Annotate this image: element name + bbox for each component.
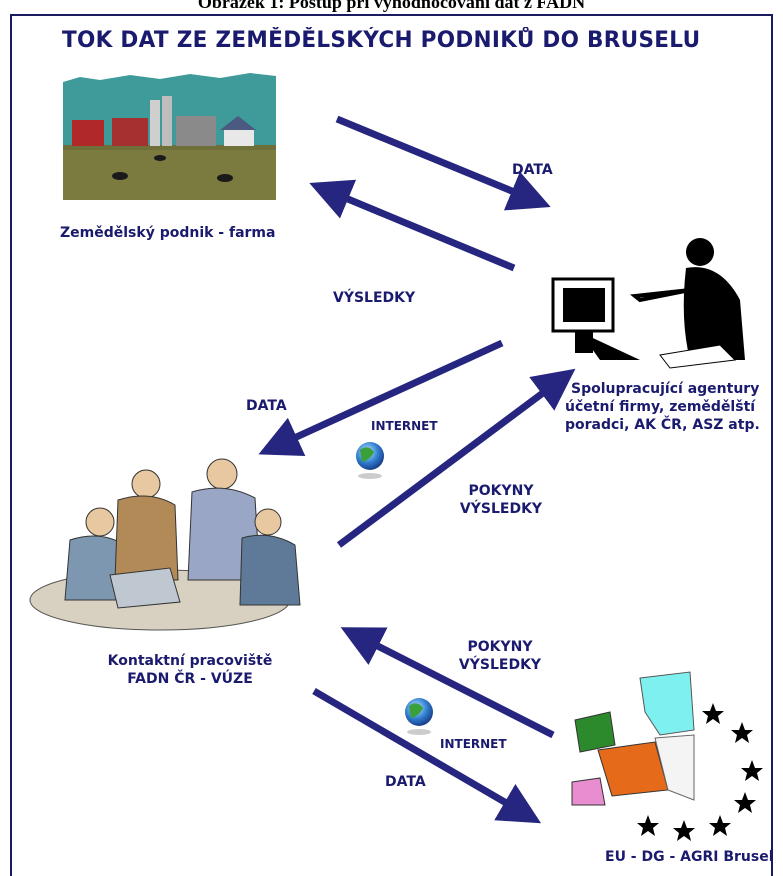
- arrow-agency-to-contact: [258, 339, 504, 456]
- edge-label-line: VÝSLEDKY: [458, 657, 542, 673]
- diagram-title: TOK DAT ZE ZEMĚDĚLSKÝCH PODNIKŮ DO BRUSE…: [62, 28, 701, 53]
- contact-label-line: FADN ČR - VÚZE: [127, 671, 253, 687]
- arrow-contact-to-eu: [312, 687, 542, 824]
- contact-label: Kontaktní pracoviště FADN ČR - VÚZE: [95, 652, 285, 688]
- farm-illustration: [63, 73, 276, 200]
- edge-label-data: DATA: [512, 162, 553, 178]
- agency-label: Spolupracující agentury účetní firmy, ze…: [565, 380, 760, 434]
- edge-label-line: VÝSLEDKY: [459, 501, 543, 517]
- edge-label-vysledky: VÝSLEDKY: [333, 290, 416, 306]
- edge-label-data: DATA: [385, 774, 426, 790]
- europe-map: [571, 671, 695, 806]
- diagram-frame: [10, 14, 773, 876]
- edge-label-data: DATA: [246, 398, 287, 414]
- edge-label-pokyny-vysledky: POKYNY VÝSLEDKY: [446, 482, 556, 518]
- arrow-farm-to-agency: [335, 115, 551, 211]
- globe-icon: [356, 442, 384, 479]
- edge-label-internet: INTERNET: [371, 419, 438, 433]
- team-illustration: [29, 458, 301, 631]
- edge-label-line: POKYNY: [468, 483, 534, 499]
- operator-illustration: [551, 238, 745, 369]
- farm-label: Zemědělský podnik - farma: [60, 225, 276, 241]
- edge-label-pokyny-vysledky: POKYNY VÝSLEDKY: [445, 638, 555, 674]
- agency-label-line: účetní firmy, zemědělští: [565, 399, 756, 415]
- figure-caption: Obrázek 1: Postup při vyhodnocování dat …: [197, 0, 586, 12]
- edge-label-line: POKYNY: [467, 639, 533, 655]
- eu-label: EU - DG - AGRI Brusel: [605, 849, 774, 865]
- arrow-eu-to-contact: [340, 627, 555, 739]
- globe-icon: [405, 698, 433, 735]
- agency-label-line: poradci, AK ČR, ASZ atp.: [565, 417, 760, 433]
- contact-label-line: Kontaktní pracoviště: [107, 653, 273, 669]
- agency-label-line: Spolupracující agentury: [571, 381, 760, 397]
- arrow-contact-to-agency: [336, 368, 576, 548]
- eu-stars: [637, 703, 763, 841]
- arrow-agency-to-farm: [309, 179, 516, 272]
- edge-label-internet: INTERNET: [440, 737, 507, 751]
- flow-arrows: [258, 115, 576, 824]
